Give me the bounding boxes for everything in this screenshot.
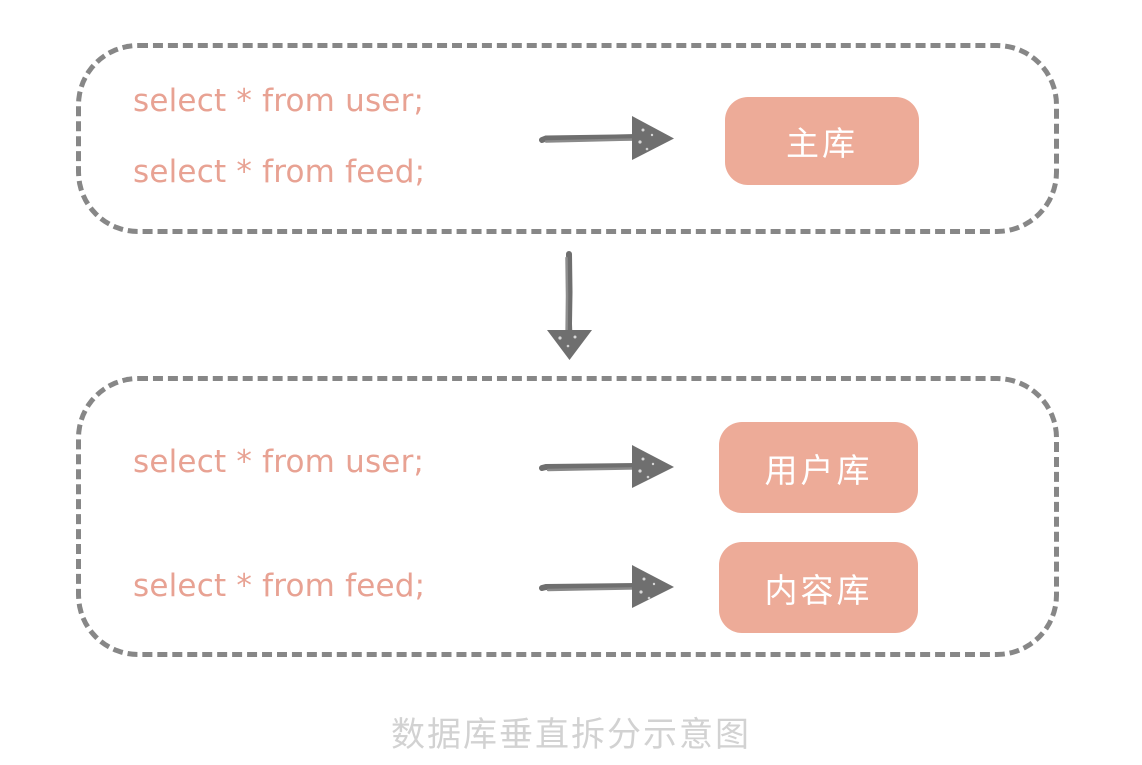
- sql-statement-user-before: select * from user;: [133, 83, 425, 119]
- sql-statement-feed-after: select * from feed;: [133, 568, 426, 604]
- database-label-master: 主库: [786, 124, 858, 163]
- database-box-master[interactable]: 主库: [725, 97, 919, 185]
- arrow-to-master-icon: [539, 116, 674, 160]
- group-before-split: [76, 43, 1059, 234]
- arrow-to-user-db-icon: [539, 445, 674, 488]
- arrow-to-content-db-icon: [539, 565, 674, 608]
- group-after-split: [76, 376, 1059, 657]
- diagram-caption: 数据库垂直拆分示意图: [391, 715, 751, 755]
- database-label-content: 内容库: [764, 570, 873, 610]
- sql-statement-feed-before: select * from feed;: [133, 154, 426, 190]
- database-box-user[interactable]: 用户库: [719, 422, 918, 513]
- database-box-content[interactable]: 内容库: [719, 542, 918, 633]
- split-flow-arrow-icon: [547, 251, 592, 360]
- database-label-user: 用户库: [764, 450, 873, 490]
- sql-statement-user-after: select * from user;: [133, 444, 425, 480]
